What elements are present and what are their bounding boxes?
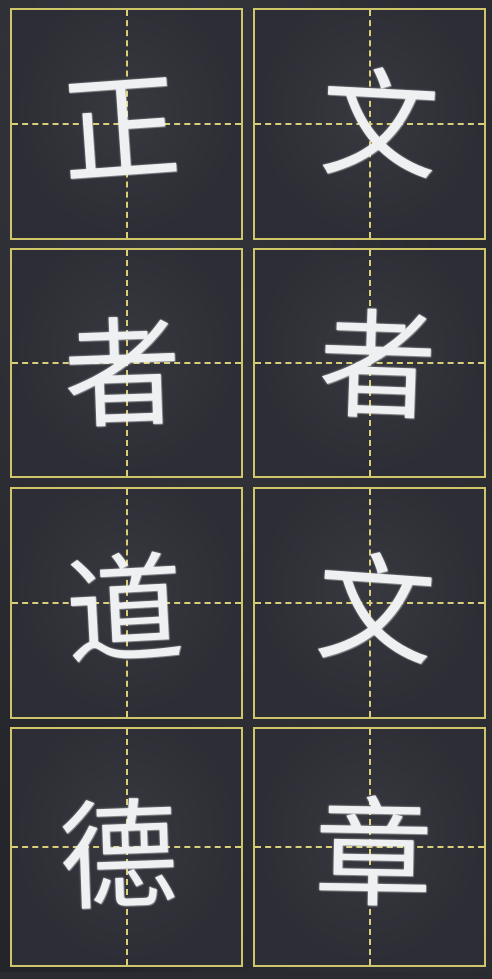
- chalk-character: 者: [61, 303, 184, 447]
- dashed-guide-horizontal: [12, 123, 241, 125]
- grid-cell: 文: [253, 8, 486, 240]
- grid-cell: 者: [10, 248, 243, 478]
- dashed-guide-horizontal: [255, 602, 484, 604]
- grid-cell: 道: [10, 487, 243, 719]
- chalk-character: 章: [313, 784, 434, 926]
- dashed-guide-horizontal: [255, 846, 484, 848]
- chalk-character: 文: [316, 54, 443, 198]
- dashed-guide-horizontal: [255, 362, 484, 364]
- grid-cell: 章: [253, 727, 486, 967]
- chalk-character: 者: [316, 295, 439, 439]
- dashed-guide-horizontal: [12, 602, 241, 604]
- grid-cell: 者: [253, 248, 486, 478]
- chalk-character: 德: [57, 785, 180, 929]
- chalk-character: 道: [61, 539, 188, 683]
- chalk-character: 文: [311, 538, 440, 684]
- dashed-guide-horizontal: [12, 362, 241, 364]
- grid-cell: 正: [10, 8, 243, 240]
- grid-cell: 德: [10, 727, 243, 967]
- grid-cell: 文: [253, 487, 486, 719]
- chalk-character: 正: [56, 57, 185, 203]
- dashed-guide-horizontal: [12, 846, 241, 848]
- dashed-guide-horizontal: [255, 123, 484, 125]
